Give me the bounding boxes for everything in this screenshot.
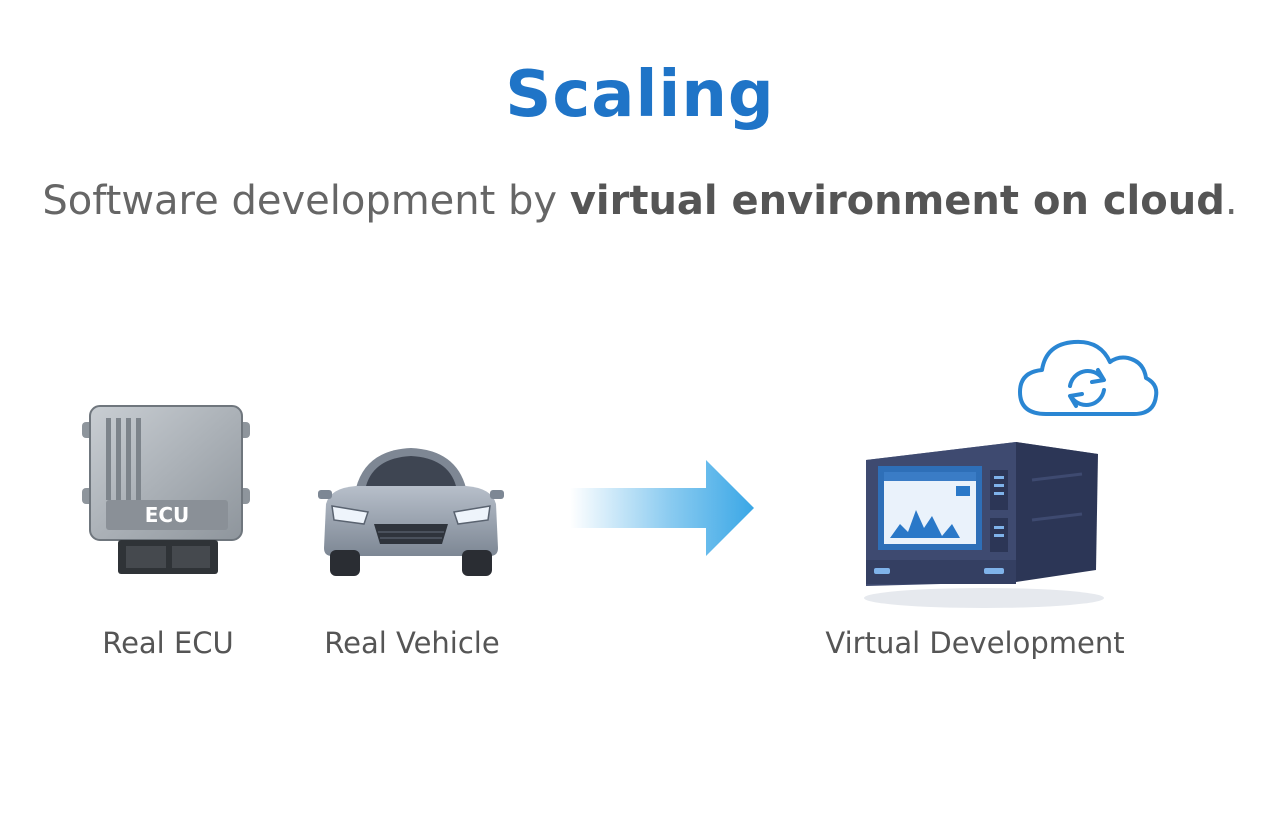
arrow-right-icon: [570, 460, 754, 556]
ecu-badge: ECU: [145, 503, 190, 527]
label-real-vehicle: Real Vehicle: [324, 626, 500, 660]
label-virtual-development: Virtual Development: [825, 626, 1125, 660]
page-title: Scaling: [505, 58, 775, 132]
car-icon: [318, 448, 504, 576]
subtitle-prefix: Software development by: [42, 178, 570, 224]
subtitle: Software development by virtual environm…: [0, 178, 1280, 224]
subtitle-suffix: .: [1224, 178, 1238, 224]
subtitle-emphasis: virtual environment on cloud: [569, 178, 1225, 224]
cloud-sync-icon: [1018, 339, 1159, 416]
ecu-icon: ECU: [82, 405, 250, 574]
label-real-ecu: Real ECU: [102, 626, 234, 660]
server-icon: [864, 442, 1104, 608]
